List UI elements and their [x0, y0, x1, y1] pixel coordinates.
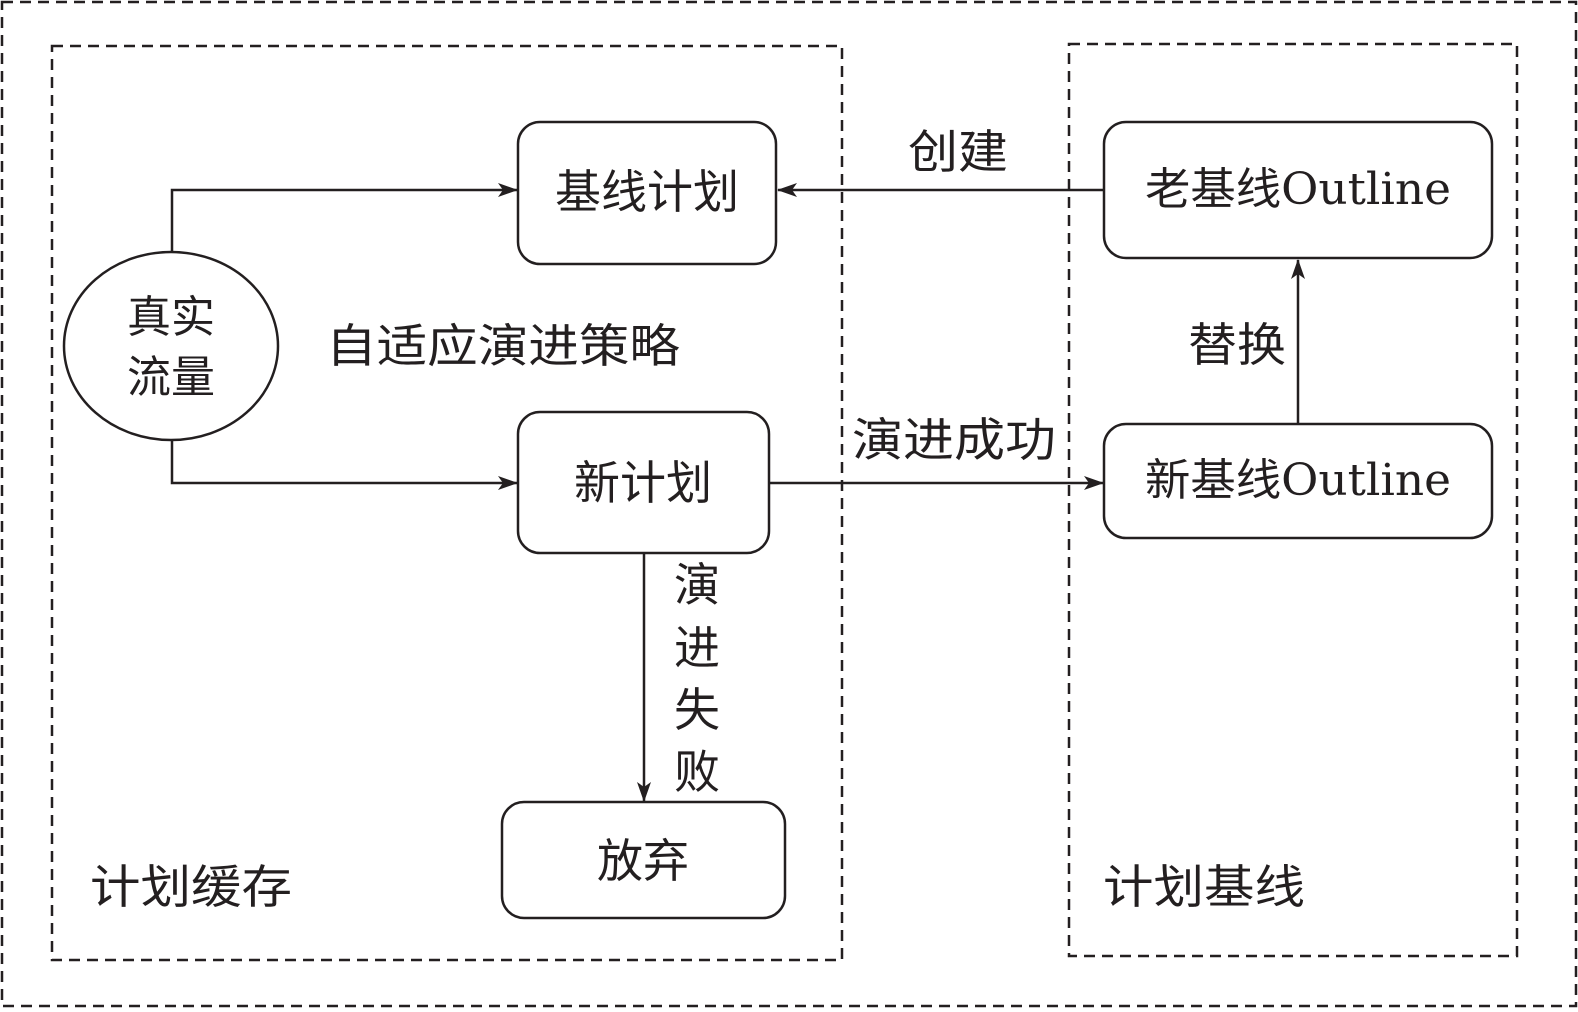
new-plan-label: 新计划 [574, 456, 712, 510]
create-label: 创建 [908, 125, 1008, 179]
new-baseline-outline-node [1102, 422, 1494, 540]
baseline-plan-node [516, 120, 778, 266]
baseline-plan-label: 基线计划 [555, 165, 739, 219]
plan-cache-region [50, 44, 844, 962]
evolve-success-label: 演进成功 [852, 413, 1056, 467]
evolve-fail-label-char1: 演 [674, 558, 720, 612]
plan-baseline-caption: 计划基线 [1103, 860, 1305, 914]
real-traffic-node [62, 250, 280, 442]
traffic-to-baseline-plan-arrow [170, 183, 518, 252]
old-baseline-outline-node [1102, 120, 1494, 260]
real-traffic-label-line2: 流量 [127, 352, 215, 403]
real-traffic-label-line1: 真实 [127, 292, 215, 343]
evolve-fail-label-char4: 败 [674, 745, 720, 799]
evolve-fail-label-char2: 进 [674, 621, 720, 675]
replace-label: 替换 [1188, 318, 1286, 372]
evolve-fail-label-char3: 失 [674, 683, 720, 737]
old-baseline-outline-label: 老基线Outline [1145, 164, 1451, 215]
abandon-node [500, 800, 787, 920]
new-baseline-outline-label: 新基线Outline [1145, 455, 1451, 506]
traffic-to-new-plan-arrow [170, 440, 518, 490]
abandon-label: 放弃 [597, 834, 689, 888]
plan-baseline-region [1067, 42, 1519, 958]
adaptive-strategy-label: 自适应演进策略 [326, 319, 680, 373]
plan-cache-caption: 计划缓存 [90, 860, 292, 914]
new-plan-node [516, 410, 771, 555]
